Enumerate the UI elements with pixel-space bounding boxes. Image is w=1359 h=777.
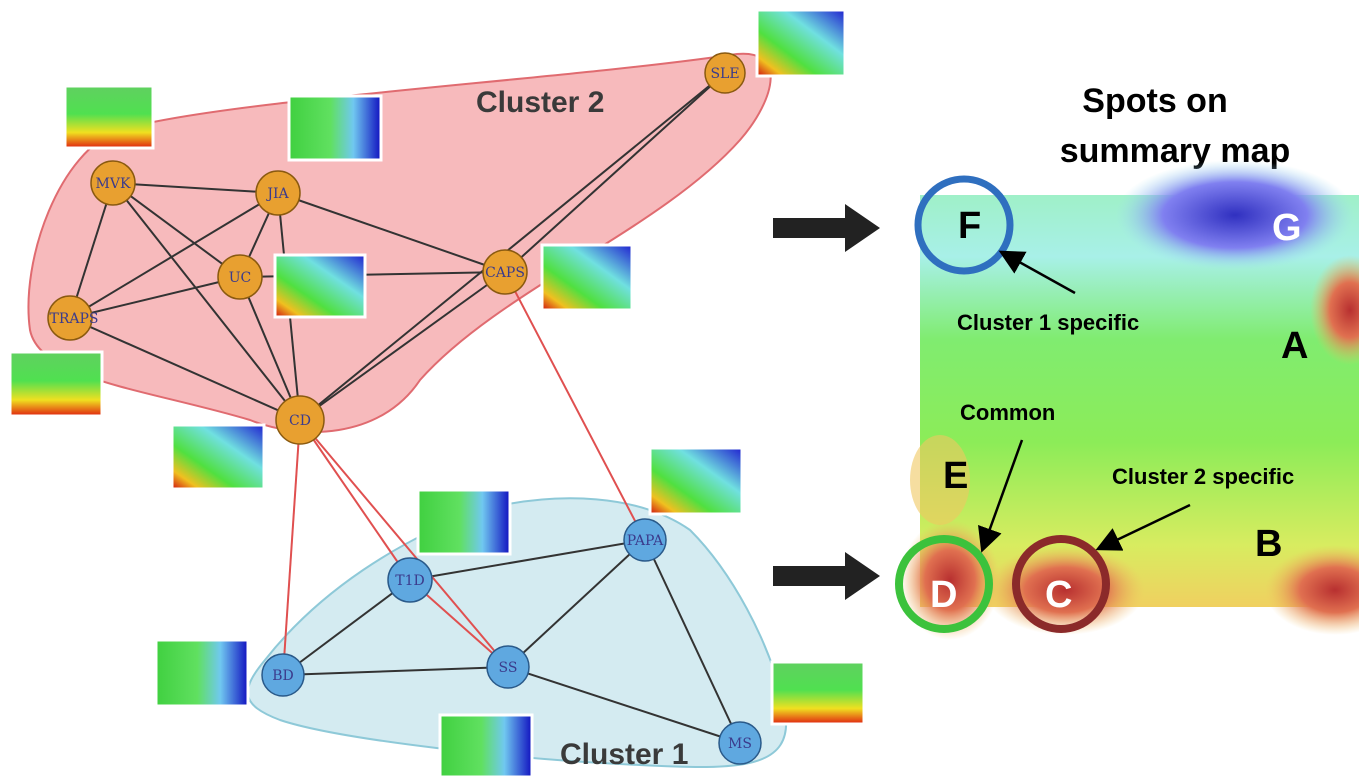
node-traps[interactable]: TRAPS [47,295,99,341]
node-ss[interactable]: SS [486,645,530,689]
node-caps[interactable]: CAPS [482,249,528,295]
node-jia[interactable]: JIA [255,170,301,216]
spot-b: B [1255,523,1282,565]
node-mvk-label: MVK [96,176,131,192]
node-mvk[interactable]: MVK [90,160,136,206]
arrow-cluster1-specific [998,250,1076,295]
spot-e: E [943,455,968,497]
node-uc[interactable]: UC [217,254,263,300]
cluster-1-label: Cluster 1 [560,738,688,771]
annotation-common: Common [960,400,1055,425]
node-papa[interactable]: PAPA [623,518,667,562]
block-arrow-bottom [773,552,880,600]
spot-f: F [958,205,981,247]
annotation-cluster1-specific: Cluster 1 specific [957,310,1139,335]
arrow-cluster2-specific [1095,503,1191,551]
node-caps-label: CAPS [485,265,525,281]
node-cd-label: CD [289,413,311,429]
node-ms-label: MS [728,736,752,752]
spot-f-highlight-circle [914,175,1014,275]
node-uc-label: UC [229,270,252,286]
node-bd[interactable]: BD [261,653,305,697]
node-t1d[interactable]: T1D [387,557,433,603]
node-jia-label: JIA [265,186,289,202]
spot-d-highlight-circle [895,535,993,633]
edges-black [69,72,741,744]
node-bd-label: BD [272,668,294,684]
node-sle-label: SLE [710,66,739,82]
spot-a: A [1281,325,1308,367]
node-papa-label: PAPA [627,533,664,549]
arrow-common [978,439,1024,553]
node-cd[interactable]: CD [275,395,325,445]
node-traps-label: TRAPS [50,311,99,327]
node-ms[interactable]: MS [718,721,762,765]
spot-g: G [1272,207,1302,249]
node-ss-label: SS [499,660,518,676]
spot-d: D [930,574,957,616]
spot-c-highlight-circle [1012,535,1110,633]
node-t1d-label: T1D [395,573,424,589]
spot-c: C [1045,574,1072,616]
block-arrow-top [773,204,880,252]
cluster-2-region [27,52,772,433]
summary-map-title-line1: Spots on [1082,82,1227,120]
thumbnails [8,8,866,777]
cluster-2-label: Cluster 2 [476,86,604,119]
annotation-cluster2-specific: Cluster 2 specific [1112,464,1294,489]
node-sle[interactable]: SLE [704,52,746,94]
